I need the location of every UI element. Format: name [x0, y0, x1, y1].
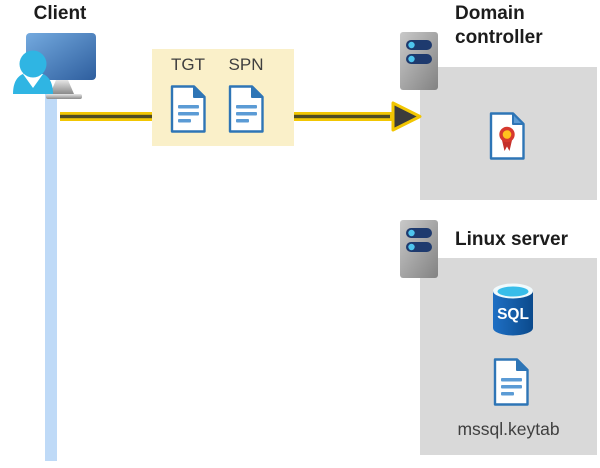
client-computer-icon	[13, 33, 96, 99]
domain-controller-box	[420, 67, 597, 200]
domain-controller-title: Domain controller	[455, 3, 543, 48]
spn-label: SPN	[228, 55, 264, 74]
tgt-label: TGT	[171, 55, 205, 74]
keytab-filename-label: mssql.keytab	[457, 419, 560, 439]
ticket-box: TGT SPN	[152, 49, 294, 146]
sql-database-icon: SQL	[493, 283, 533, 336]
client-title: Client	[33, 3, 87, 24]
linux-server-box: SQL mssql.keytab	[420, 258, 597, 455]
certificate-icon	[489, 112, 525, 160]
tgt-document-icon	[170, 85, 206, 133]
sql-label: SQL	[497, 306, 529, 323]
linux-server-icon	[400, 220, 438, 278]
person-icon	[13, 50, 53, 94]
keytab-document-icon	[493, 358, 529, 406]
linux-server-title: Linux server	[455, 229, 568, 250]
spn-document-icon	[228, 85, 264, 133]
domain-controller-server-icon	[400, 32, 438, 90]
client-connection-line	[45, 94, 57, 461]
